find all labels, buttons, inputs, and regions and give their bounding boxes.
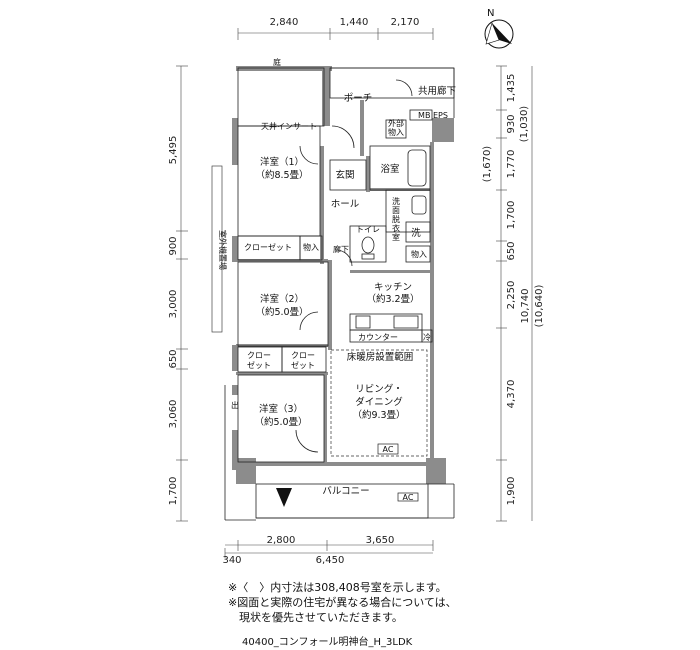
mb-eps-label: MB EPS	[418, 111, 448, 120]
right-dim-7: 4,370	[506, 380, 517, 409]
fridge-label: 冷	[423, 332, 431, 342]
bottom-dim-3: 340	[222, 555, 241, 566]
western3-label: 洋室（3）	[259, 403, 303, 415]
right-dim-paren-2: (1,670)	[482, 146, 493, 183]
storage-label: 物入	[303, 242, 319, 252]
closet-a-line2: ゼット	[247, 360, 271, 370]
north-compass-icon: N	[484, 8, 514, 49]
compass-label: N	[487, 8, 494, 19]
porch-label: ポーチ	[344, 93, 373, 104]
walls	[232, 66, 454, 484]
living-size: （約9.3畳）	[352, 409, 405, 421]
notes: ※〈 〉内寸法は308,408号室を示します。 ※図面と実際の住宅が異なる場合に…	[228, 580, 457, 625]
plan-footer-id: 40400_コンフォール明神台_H_3LDK	[242, 637, 413, 648]
right-dim-6: 2,250	[506, 281, 517, 310]
bottom-dim-4: 6,450	[316, 555, 345, 566]
storage-small-label: 物入	[411, 249, 427, 259]
top-dim-1: 2,840	[270, 17, 299, 28]
western1-label: 洋室（1）	[260, 156, 304, 168]
ceiling-insert-label: 天井インサート	[261, 121, 317, 131]
closet-label: クローゼット	[244, 242, 292, 252]
right-dim-paren-1: (1,030)	[519, 106, 530, 143]
kitchen-label: キッチン	[374, 282, 412, 293]
counter-label: カウンター	[358, 333, 398, 342]
washroom-char-3: 脱	[392, 214, 400, 224]
outside-storage-label-2: 物入	[388, 127, 404, 137]
right-dim-4: 1,700	[506, 201, 517, 230]
left-dim-6: 1,700	[168, 477, 179, 506]
right-dim-5: 650	[506, 241, 517, 260]
left-dim-1: 5,495	[168, 136, 179, 165]
de-label: 出	[231, 400, 239, 410]
right-dim-8: 1,900	[506, 477, 517, 506]
right-dim-total-paren: (10,640)	[534, 285, 545, 328]
right-dimensions: 1,435 930 1,770 1,700 650 2,250 4,370 1,…	[482, 65, 545, 522]
western2-label: 洋室（2）	[260, 293, 304, 305]
wash-machine-label: 洗	[411, 227, 421, 239]
left-dim-5: 3,060	[168, 400, 179, 429]
room-labels: 庭 ポーチ 共用廊下 外部 物入 MB EPS 天井インサート 洋室（1） （約…	[218, 57, 456, 502]
top-dim-2: 1,440	[340, 17, 369, 28]
hallway-label: 廊下	[333, 244, 349, 254]
right-dim-3: 1,770	[506, 150, 517, 179]
closet-a-line1: クロー	[247, 351, 271, 360]
outside-storage-label-1: 外部	[388, 118, 404, 128]
closet-b-line2: ゼット	[291, 360, 315, 370]
outlines	[211, 67, 455, 521]
bottom-dim-1: 2,800	[267, 535, 296, 546]
bottom-dim-2: 3,650	[366, 535, 395, 546]
ac-label-balcony: AC	[403, 493, 414, 502]
washroom-char-4: 衣	[392, 223, 400, 233]
washroom-char-1: 洗	[392, 196, 400, 206]
kitchen-size: （約3.2畳）	[366, 293, 419, 305]
toilet-label: トイレ	[356, 225, 380, 234]
washroom-char-5: 室	[392, 232, 400, 242]
living-label-1: リビング・	[355, 383, 403, 395]
western1-size: （約8.5畳）	[255, 169, 308, 181]
hall-label: ホール	[331, 199, 360, 210]
right-dim-1: 1,435	[506, 74, 517, 103]
corridor-label: 共用廊下	[418, 85, 456, 97]
ac-label-living: AC	[383, 445, 394, 454]
note-line-2: ※図面と実際の住宅が異なる場合については、	[228, 596, 457, 609]
balcony-label: バルコニー	[322, 486, 369, 497]
fixtures	[276, 79, 427, 507]
right-dim-total: 10,740	[520, 289, 531, 324]
living-label-2: ダイニング	[355, 396, 403, 408]
entrance-label: 玄関	[335, 169, 354, 181]
garden-label: 庭	[273, 57, 281, 67]
left-dim-3: 3,000	[168, 290, 179, 319]
bath-label: 浴室	[380, 163, 399, 175]
bottom-dimensions: 2,800 3,650 340 6,450	[222, 535, 434, 566]
left-dim-2: 900	[168, 236, 179, 255]
floor-heating-label: 床暖房設置範囲	[347, 351, 414, 363]
note-line-3: 現状を優先させていただきます。	[228, 611, 403, 624]
top-dimensions: 2,840 1,440 2,170	[237, 17, 434, 40]
right-dim-2: 930	[506, 114, 517, 133]
left-dimensions: 5,495 900 3,000 650 3,060 1,700	[168, 65, 188, 522]
western2-size: （約5.0畳）	[255, 306, 308, 318]
top-dim-3: 2,170	[391, 17, 420, 28]
left-dim-4: 650	[168, 349, 179, 368]
outdoor-unit-label: 室外機置場	[218, 230, 228, 270]
note-line-1: ※〈 〉内寸法は308,408号室を示します。	[228, 581, 447, 594]
closet-b-line1: クロー	[291, 351, 315, 360]
western3-size: （約5.0畳）	[254, 416, 307, 428]
washroom-char-2: 面	[392, 206, 400, 215]
